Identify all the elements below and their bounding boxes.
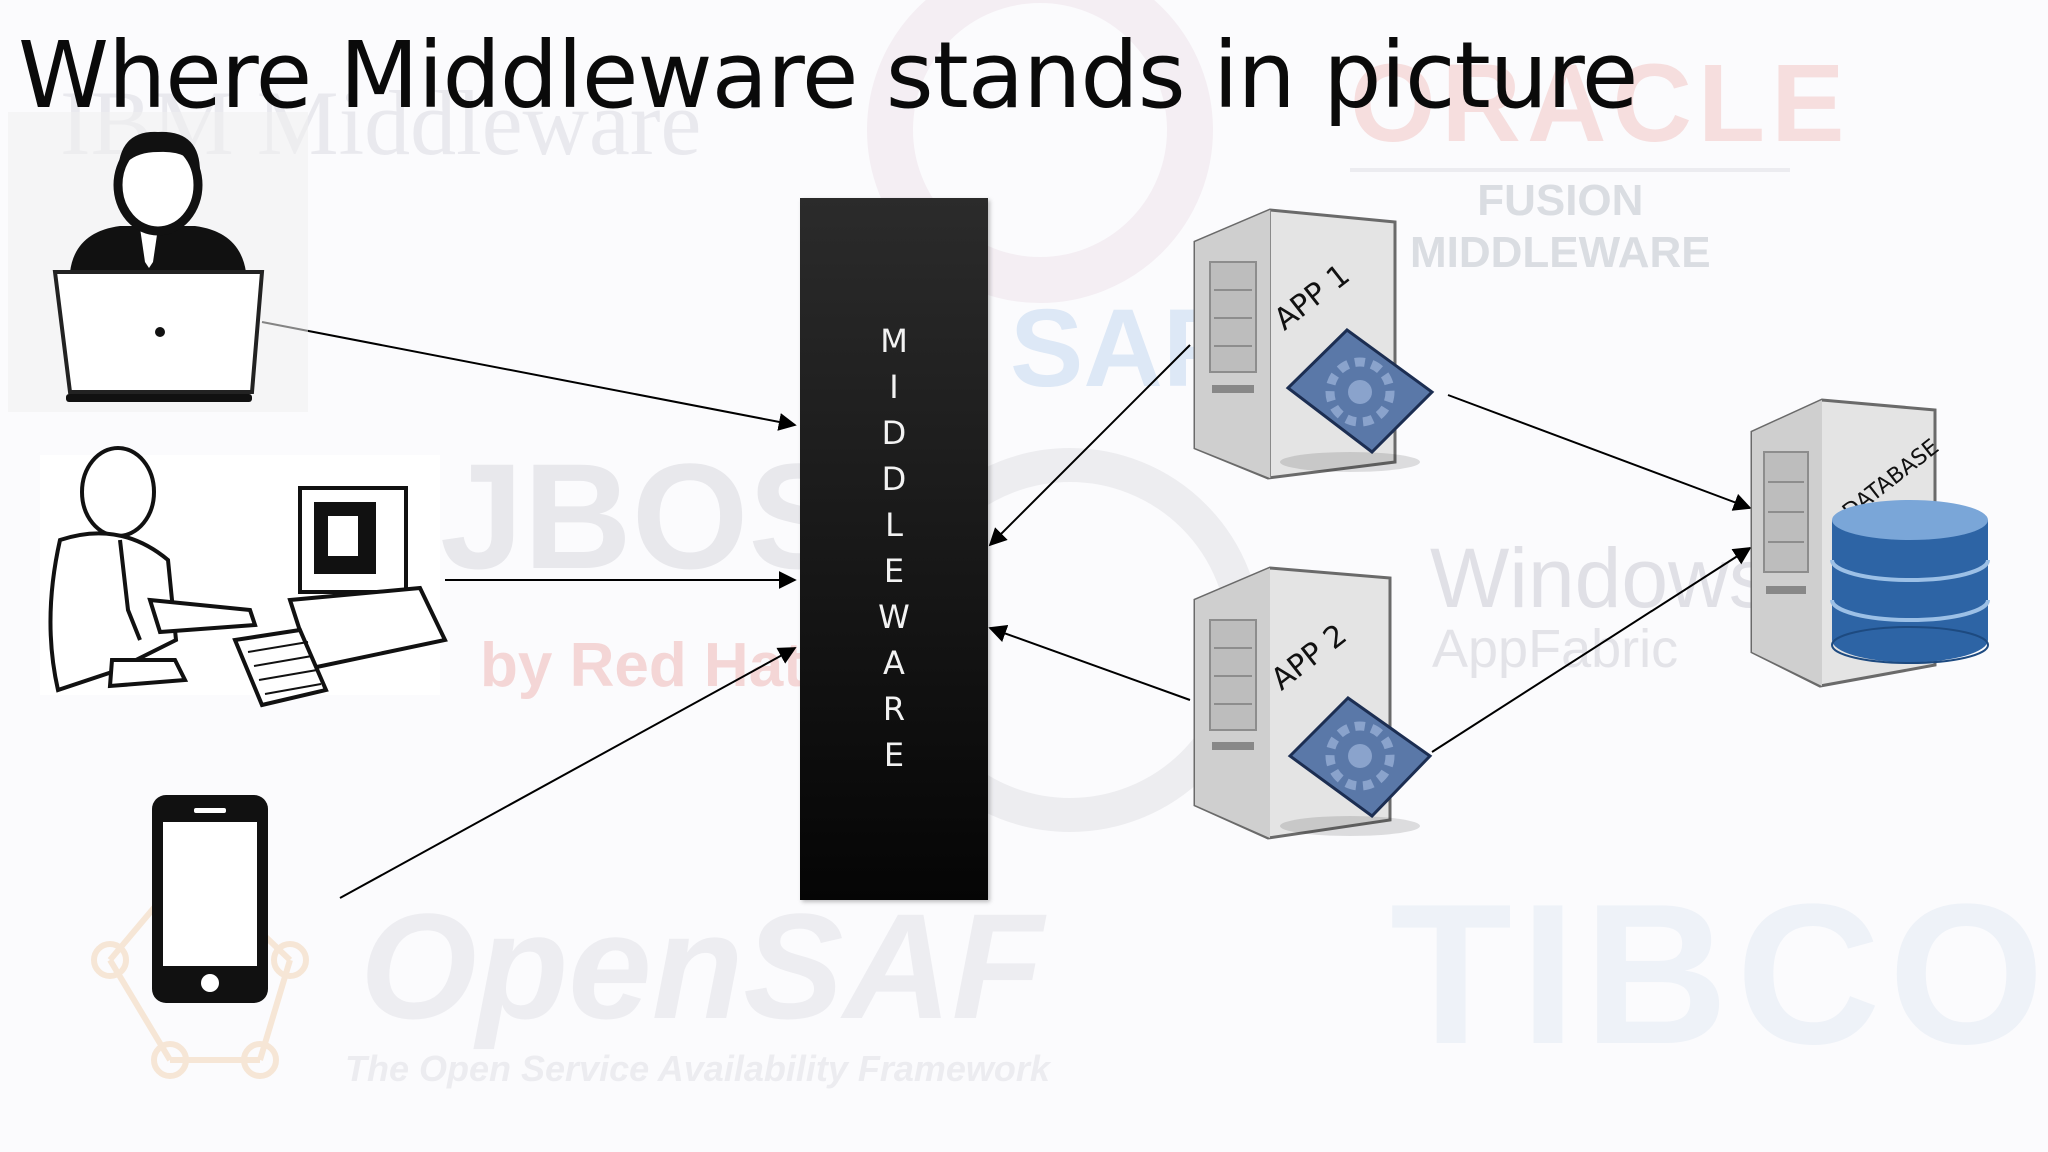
middleware-letter: M — [880, 322, 908, 360]
middleware-letter: R — [882, 690, 906, 728]
middleware-letter: E — [883, 552, 905, 590]
database-icon — [1830, 500, 1990, 664]
middleware-letter: W — [878, 598, 910, 636]
middleware-box: M I D D L E W A R E — [800, 198, 988, 900]
middleware-letter: I — [889, 368, 899, 406]
middleware-letter: A — [883, 644, 905, 682]
app1-server: APP 1 — [1193, 208, 1435, 480]
smartphone-icon — [152, 795, 268, 1003]
middleware-letter: D — [881, 414, 907, 452]
arrow-phone-to-middleware — [339, 647, 797, 899]
desktop-user-icon — [40, 446, 448, 708]
watermark-ring — [867, 0, 1213, 303]
middleware-letter: D — [881, 460, 907, 498]
arrow-app2-to-database — [1431, 547, 1752, 753]
arrow-app1-to-middleware — [988, 344, 1191, 547]
middleware-letter: E — [883, 736, 905, 774]
arrow-app2-to-middleware — [988, 625, 1191, 701]
laptop-user-icon — [8, 112, 308, 412]
database-server: DATABASE — [1750, 398, 1990, 688]
slide-title: Where Middleware stands in picture — [18, 22, 1638, 129]
arrow-laptop-to-middleware — [261, 321, 797, 431]
middleware-letter: L — [885, 506, 903, 544]
app2-server: APP 2 — [1193, 566, 1433, 840]
middleware-label: M I D D L E W A R E — [800, 318, 988, 778]
arrow-app1-to-database — [1447, 394, 1752, 511]
